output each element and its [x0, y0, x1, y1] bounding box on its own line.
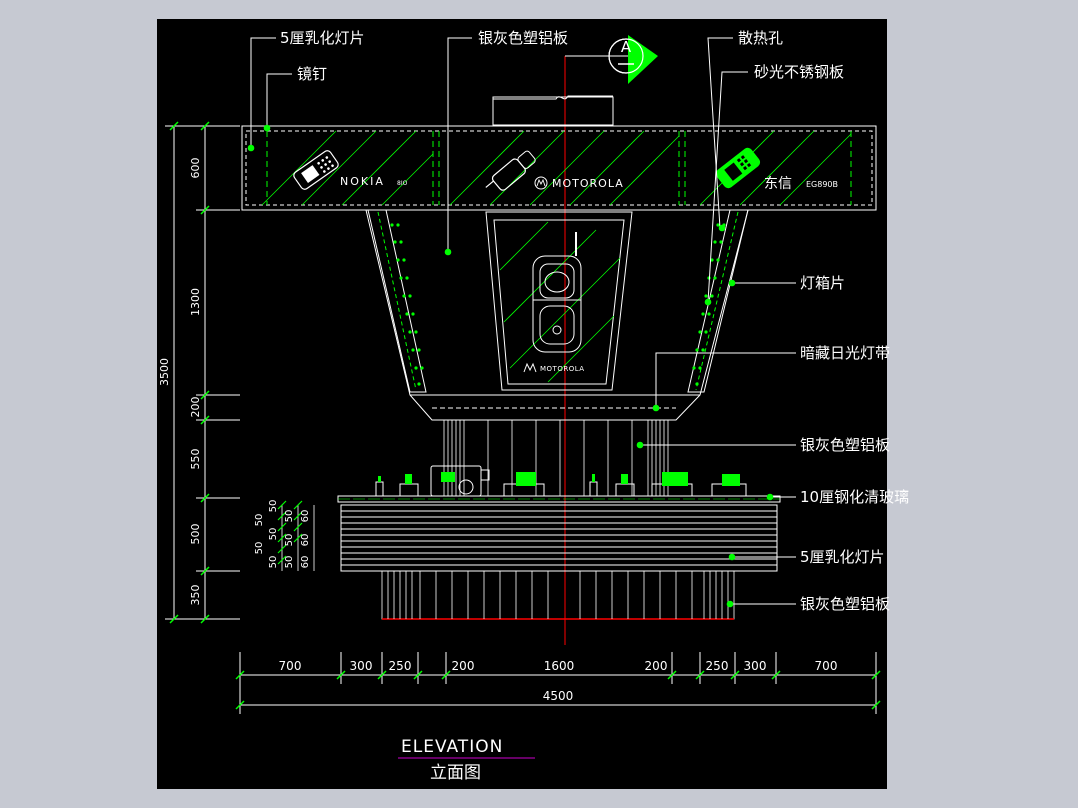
left-dim-5: 350 [189, 585, 202, 606]
motorola-phone-graphic [485, 150, 536, 191]
small-mark-5: 50 [284, 510, 295, 523]
left-dim-3: 550 [189, 449, 202, 470]
leader-dots [247, 124, 774, 608]
center-lightbox-panel [485, 211, 633, 391]
left-dim-4: 500 [189, 524, 202, 545]
mid-housing [365, 209, 749, 421]
left-light-rail [367, 209, 427, 393]
callout-left-1: 镜钉 [297, 65, 327, 83]
callout-right-0: 灯箱片 [800, 274, 845, 292]
bottom-dim-0: 700 [279, 659, 302, 673]
motorola-panel-text: MOTOROLA [540, 365, 585, 373]
small-mark-1: 50 [254, 542, 265, 555]
bottom-dim-1: 300 [350, 659, 373, 673]
callout-right-1: 暗藏日光灯带 [800, 344, 890, 362]
nokia-phone-graphic [293, 150, 339, 190]
left-dim-2: 200 [189, 397, 202, 418]
left-dimension-lines [165, 125, 240, 620]
small-mark-7: 50 [284, 556, 295, 569]
callout-right-2: 银灰色塑铝板 [800, 436, 890, 454]
motorola-logo-icon [534, 176, 548, 190]
small-mark-2: 50 [268, 500, 279, 513]
title-elevation: ELEVATION [401, 737, 503, 757]
left-dimension-labels: 600 1300 200 550 500 350 3500 [158, 158, 202, 606]
nokia-logo: NOKIA [340, 175, 385, 188]
bottom-dim-5: 200 [645, 659, 668, 673]
callout-topright-0: 散热孔 [738, 29, 783, 47]
small-mark-0: 50 [254, 514, 265, 527]
left-dim-0: 600 [189, 158, 202, 179]
leader-lines [250, 37, 796, 605]
bottom-dim-3: 200 [452, 659, 475, 673]
callout-right-5: 银灰色塑铝板 [800, 595, 890, 613]
top-sign-box [241, 125, 877, 211]
drawing-title: ELEVATION 立面图 [398, 737, 535, 783]
callout-labels: 5厘乳化灯片 镜钉 银灰色塑铝板 散热孔 砂光不锈钢板 灯箱片 暗藏日光灯带 银… [280, 29, 909, 613]
bottom-dimension-ticks [235, 670, 881, 710]
dongxin-logo: 东信 [764, 176, 792, 192]
callout-left-0: 5厘乳化灯片 [280, 29, 365, 47]
small-dimension-marks: 50 50 50 50 50 50 50 50 60 60 60 [254, 500, 315, 571]
dongxin-phone-graphic [715, 147, 761, 189]
left-dimension-ticks [169, 121, 210, 624]
dongxin-model: EG890B [806, 180, 838, 189]
small-mark-4: 50 [268, 556, 279, 569]
section-letter: A [621, 38, 632, 56]
bottom-dimension-labels: 700 300 250 200 1600 200 250 300 700 450… [279, 659, 838, 703]
bottom-dim-6: 250 [706, 659, 729, 673]
bottom-dimension-lines [239, 652, 877, 714]
small-mark-9: 60 [300, 534, 311, 547]
vent-box [492, 95, 614, 126]
title-elevation-cn: 立面图 [430, 763, 481, 783]
callout-topright-1: 砂光不锈钢板 [754, 63, 844, 81]
counter-box [340, 504, 778, 572]
motorola-panel-logo-icon [523, 362, 537, 373]
drawing-canvas [157, 19, 887, 789]
left-dim-total: 3500 [158, 358, 171, 386]
glass-shelf [337, 495, 781, 503]
callout-left-2: 银灰色塑铝板 [478, 29, 568, 47]
bottom-dim-7: 300 [744, 659, 767, 673]
nokia-model: 8IO [397, 180, 408, 187]
callout-right-3: 10厘钢化清玻璃 [800, 488, 909, 506]
small-mark-10: 60 [300, 556, 311, 569]
bottom-dim-4: 1600 [544, 659, 575, 673]
small-mark-6: 50 [284, 534, 295, 547]
motorola-sign-text: MOTOROLA [552, 177, 624, 190]
callout-right-4: 5厘乳化灯片 [800, 548, 885, 566]
small-mark-8: 60 [300, 510, 311, 523]
right-light-rail [687, 209, 749, 393]
counter-base [381, 570, 735, 620]
left-dim-1: 1300 [189, 288, 202, 316]
bottom-dim-8: 700 [815, 659, 838, 673]
small-mark-3: 50 [268, 528, 279, 541]
bottom-dim-total: 4500 [543, 689, 574, 703]
display-products [375, 465, 747, 497]
bottom-dim-2: 250 [389, 659, 412, 673]
